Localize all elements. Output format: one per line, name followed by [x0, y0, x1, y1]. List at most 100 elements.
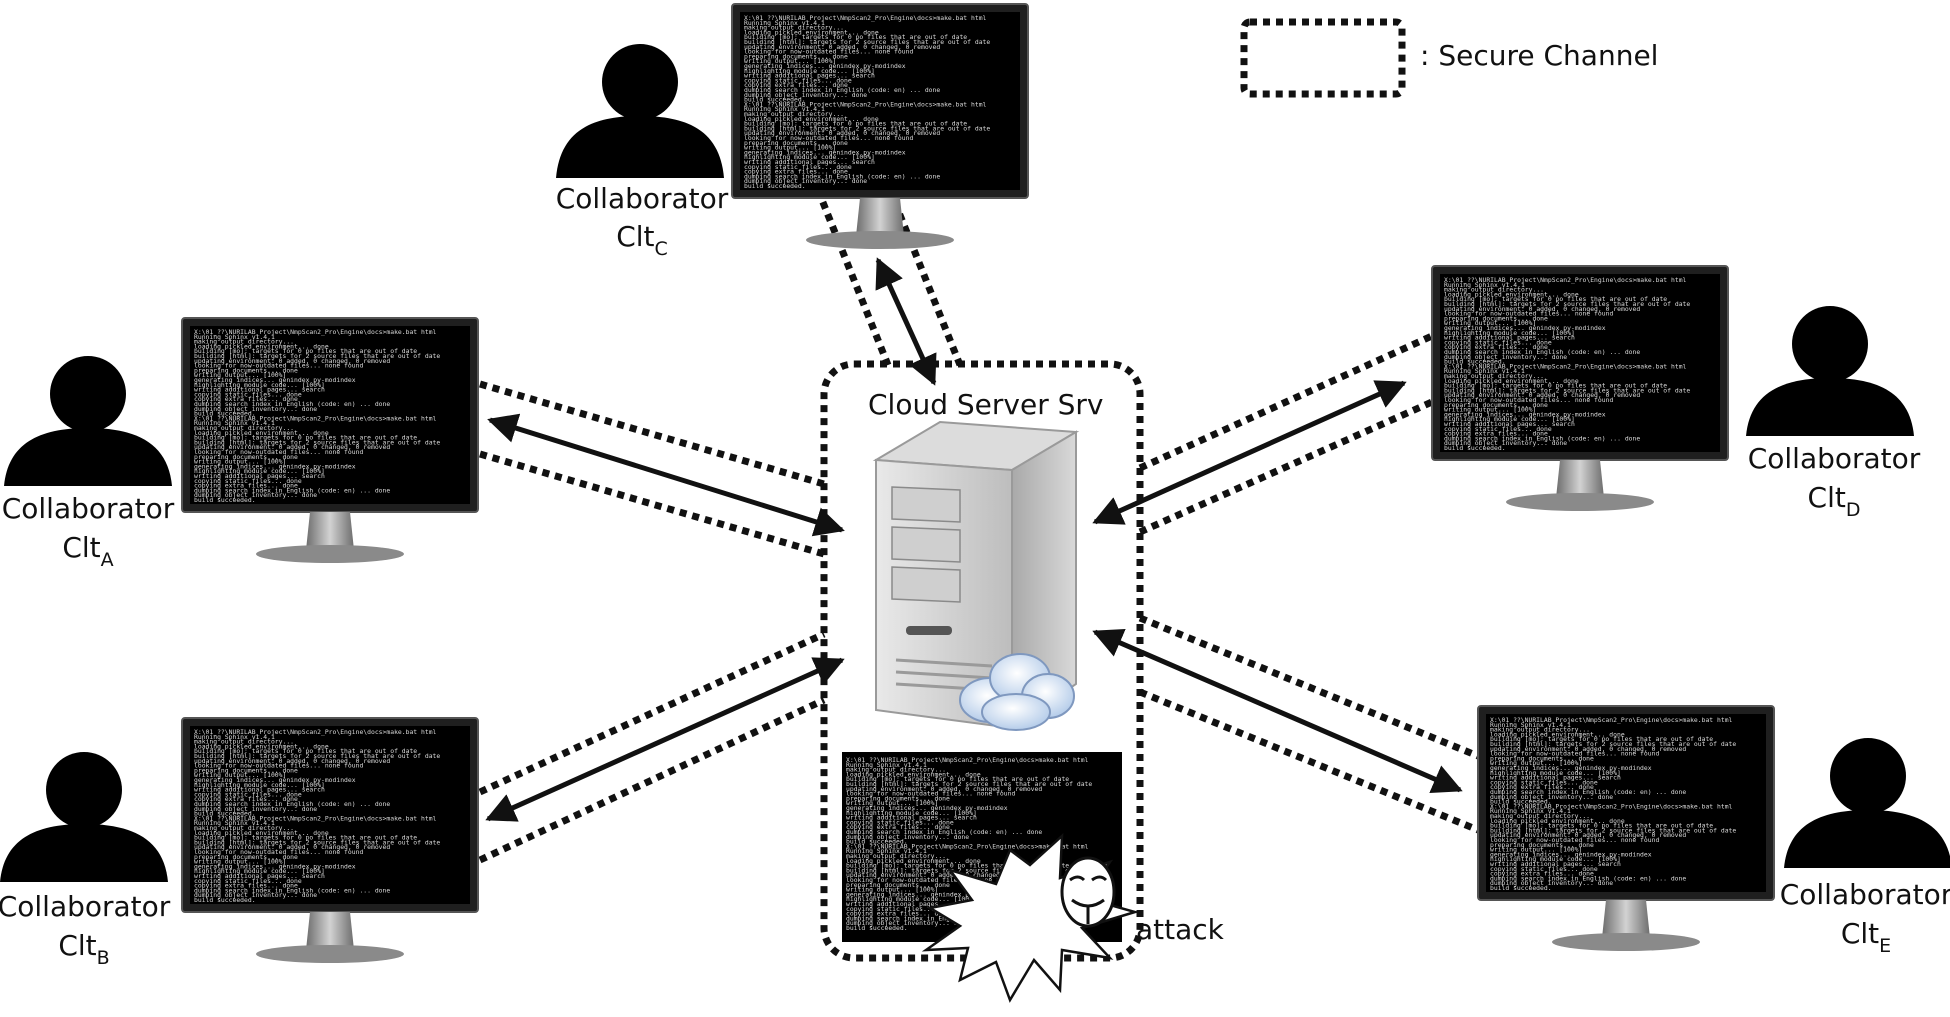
terminal-line: loading pickled environment... done	[1444, 290, 1579, 298]
terminal-line: copying extra files... done	[846, 910, 950, 918]
collaborator-role: Collaborator	[1780, 878, 1950, 911]
terminal-line: preparing documents... done	[194, 453, 298, 461]
anonymous-mask-icon	[1060, 856, 1116, 928]
server-label: Cloud Server Srv	[868, 388, 1103, 421]
terminal-line: copying static files... done	[744, 163, 852, 171]
terminal-line: updating environment: 0 added, 0 changed…	[1444, 305, 1640, 313]
terminal-line: preparing documents... done	[744, 52, 848, 60]
terminal-line: Running Sphinx v1.4.1	[194, 819, 275, 827]
terminal-text: X:\01_??\NURILAB_Project\NmpScan2_Pro\En…	[744, 14, 990, 190]
collaborator-id: CltC	[616, 220, 668, 260]
terminal-line: making output directory...	[1490, 812, 1590, 820]
terminal-line: updating environment: 0 added, 0 changed…	[194, 443, 390, 451]
terminal-line: copying extra files... done	[194, 482, 298, 490]
terminal-text: X:\01_??\NURILAB_Project\NmpScan2_Pro\En…	[1490, 716, 1736, 892]
terminal-line: X:\01_??\NURILAB_Project\NmpScan2_Pro\En…	[1444, 362, 1687, 370]
terminal-line: building [html]: targets for 2 source fi…	[1444, 300, 1690, 308]
terminal-line: copying static files... done	[194, 790, 302, 798]
server-tower-icon	[872, 420, 1080, 731]
terminal-line: looking for now-outdated files... none f…	[744, 48, 913, 56]
terminal-line: writing output... [100%]	[194, 458, 286, 466]
terminal-line: copying static files... done	[846, 818, 954, 826]
terminal-line: Running Sphinx v1.4.1	[1490, 807, 1571, 815]
terminal-line: writing output... [100%]	[1444, 319, 1536, 327]
collaborator-label-clt-e: Collaborator CltE	[1780, 878, 1950, 957]
terminal-line: preparing documents... done	[194, 366, 298, 374]
terminal-line: Running Sphinx v1.4.1	[194, 733, 275, 741]
terminal-line: build succeeded.	[846, 924, 908, 932]
terminal-line: loading pickled environment... done	[194, 429, 329, 437]
terminal-line: highlighting module code... [100%]	[194, 781, 325, 789]
person-clt-b-icon	[0, 752, 168, 882]
terminal-line: dumping object inventory... done	[1444, 439, 1567, 447]
terminal-line: loading pickled environment... done	[744, 28, 879, 36]
terminal-line: writing output... [100%]	[744, 144, 836, 152]
terminal-line: dumping object inventory... done	[1490, 793, 1613, 801]
terminal-line: updating environment: 0 added, 0 changed…	[1490, 745, 1686, 753]
terminal-line: building [html]: targets for 2 source fi…	[846, 866, 1092, 874]
terminal-line: making output directory...	[1444, 286, 1544, 294]
person-clt-c-icon	[556, 44, 724, 178]
terminal-line: looking for now-outdated files... none f…	[1490, 750, 1659, 758]
terminal-line: building [html]: targets for 2 source fi…	[1490, 826, 1736, 834]
person-clt-e-icon	[1784, 738, 1950, 868]
arrow-clt-a	[487, 413, 845, 537]
terminal-line: dumping search index in English (code: e…	[1490, 874, 1686, 882]
collaborator-role: Collaborator	[556, 182, 729, 215]
terminal-line: loading pickled environment... done	[194, 342, 329, 350]
terminal-line: building [mo]: targets for 0 po files th…	[194, 347, 417, 355]
terminal-line: copying static files... done	[194, 477, 302, 485]
collaborator-id: CltB	[58, 929, 109, 969]
terminal-line: building [mo]: targets for 0 po files th…	[194, 834, 417, 842]
terminal-text: X:\01_??\NURILAB_Project\NmpScan2_Pro\En…	[194, 328, 440, 504]
collaborator-label-clt-c: Collaborator CltC	[556, 182, 729, 260]
terminal-line: copying static files... done	[744, 76, 852, 84]
monitor-clt-a: X:\01_??\NURILAB_Project\NmpScan2_Pro\En…	[181, 317, 479, 563]
terminal-line: updating environment: 0 added, 0 changed…	[194, 757, 390, 765]
terminal-line: building [html]: targets for 2 source fi…	[194, 352, 440, 360]
terminal-line: looking for now-outdated files... none f…	[846, 876, 1015, 884]
terminal-line: Running Sphinx v1.4.1	[194, 333, 275, 341]
monitor-base	[1552, 933, 1700, 951]
terminal-line: copying static files... done	[1444, 425, 1552, 433]
terminal-line: highlighting module code... [100%]	[1444, 329, 1575, 337]
terminal-line: updating environment: 0 added, 0 changed…	[744, 43, 940, 51]
terminal-line: building [html]: targets for 2 source fi…	[194, 752, 440, 760]
terminal-line: X:\01_??\NURILAB_Project\NmpScan2_Pro\En…	[744, 100, 987, 108]
terminal-line: build succeeded.	[194, 896, 256, 904]
terminal-line: dumping search index in English (code: e…	[846, 914, 1042, 922]
terminal-line: copying extra files... done	[1490, 870, 1594, 878]
terminal-line: dumping object inventory... done	[744, 91, 867, 99]
terminal-line: generating indices... genindex py-modind…	[194, 376, 356, 384]
terminal-text: X:\01_??\NURILAB_Project\NmpScan2_Pro\En…	[1444, 276, 1690, 452]
collaborator-label-clt-d: Collaborator CltD	[1748, 442, 1921, 521]
terminal-line: looking for now-outdated files... none f…	[194, 762, 363, 770]
monitor-screen	[1486, 714, 1766, 892]
terminal-line: Running Sphinx v1.4.1	[194, 419, 275, 427]
terminal-line: updating environment: 0 added, 0 changed…	[846, 785, 1042, 793]
monitor-stand	[1556, 460, 1604, 498]
monitor-clt-c: X:\01_??\NURILAB_Project\NmpScan2_Pro\En…	[731, 3, 1029, 249]
terminal-line: copying extra files... done	[1444, 343, 1548, 351]
terminal-line: loading pickled environment... done	[1444, 377, 1579, 385]
terminal-line: writing additional pages... search	[744, 158, 875, 166]
terminal-line: copying extra files... done	[194, 795, 298, 803]
terminal-line: building [html]: targets for 2 source fi…	[194, 838, 440, 846]
terminal-line: build succeeded.	[194, 410, 256, 418]
terminal-line: updating environment: 0 added, 0 changed…	[194, 843, 390, 851]
terminal-line: copying extra files... done	[1444, 430, 1548, 438]
terminal-line: loading pickled environment... done	[1490, 817, 1625, 825]
terminal-line: dumping search index in English (code: e…	[744, 86, 940, 94]
terminal-line: preparing documents... done	[744, 139, 848, 147]
terminal-line: dumping search index in English (code: e…	[194, 886, 390, 894]
terminal-line: writing output... [100%]	[1444, 406, 1536, 414]
terminal-line: X:\01_??\NURILAB_Project\NmpScan2_Pro\En…	[846, 842, 1089, 850]
terminal-line: writing output... [100%]	[194, 858, 286, 866]
monitor-screen	[1440, 274, 1720, 452]
terminal-line: Running Sphinx v1.4.1	[744, 105, 825, 113]
terminal-line: build succeeded.	[1490, 798, 1552, 806]
terminal-line: Running Sphinx v1.4.1	[1444, 367, 1525, 375]
monitor-stand	[306, 512, 354, 550]
monitor-clt-d: X:\01_??\NURILAB_Project\NmpScan2_Pro\En…	[1431, 265, 1729, 511]
terminal-line: generating indices... genindex py-modind…	[1444, 324, 1606, 332]
